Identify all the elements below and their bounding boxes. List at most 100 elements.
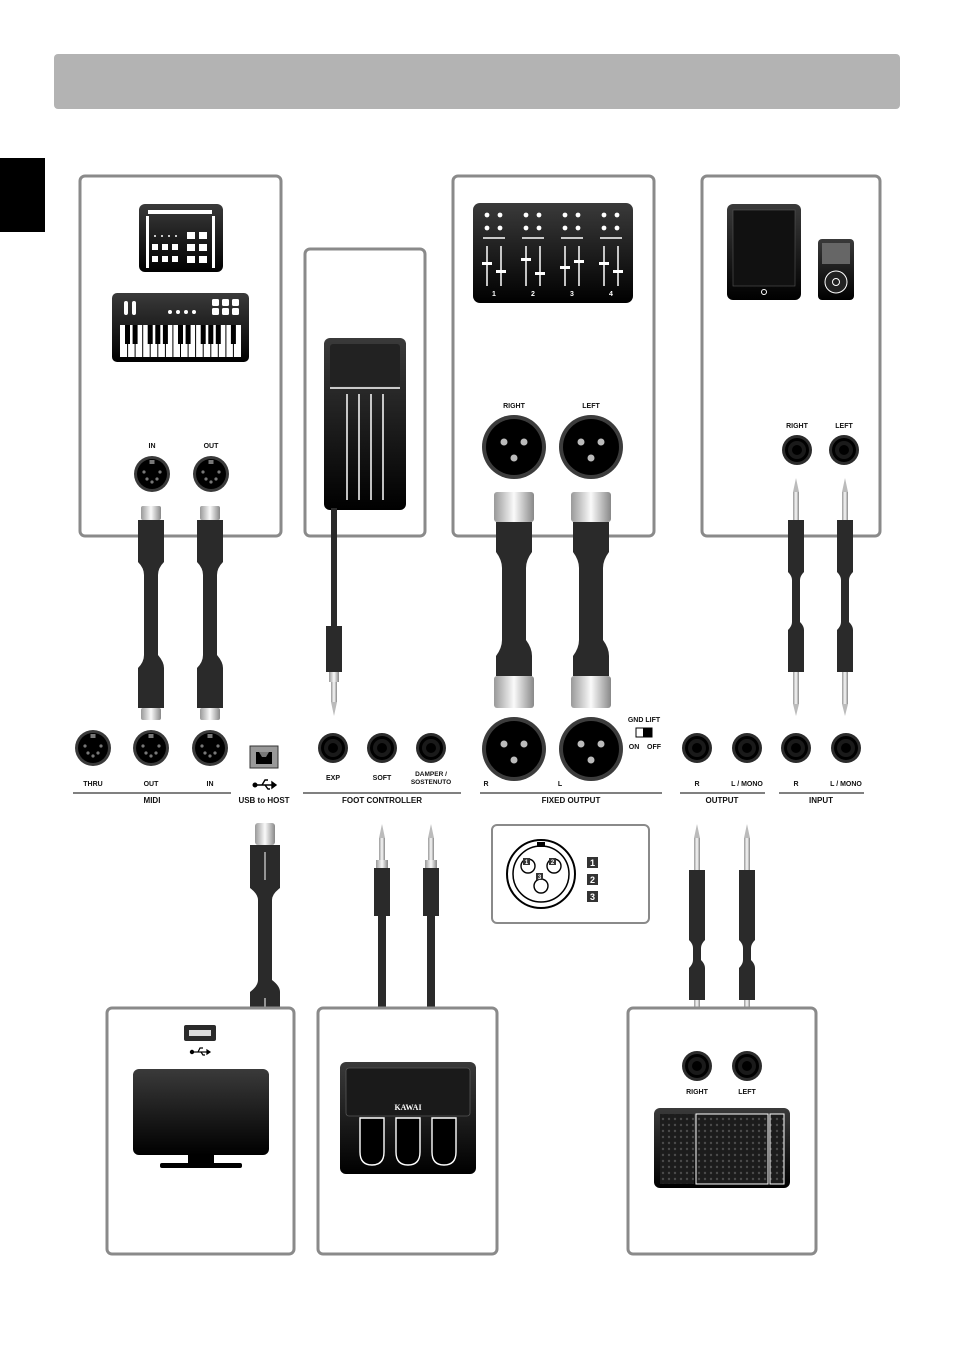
input-cables — [788, 478, 853, 716]
input-right-cable — [788, 478, 804, 716]
mixer-left-xlr-port[interactable] — [559, 415, 623, 479]
midi-out-label: OUT — [144, 781, 160, 788]
midi-device-panel: IN OUT — [78, 174, 283, 538]
soft-jack[interactable] — [367, 733, 397, 763]
gnd-lift-off-label: OFF — [647, 744, 662, 751]
pedal-brand-logo: KAWAI — [394, 1103, 421, 1112]
xlr-pin-3-label: 3 — [590, 892, 595, 902]
speaker-right-jack[interactable] — [682, 1051, 712, 1081]
audio-player-right-jack[interactable] — [782, 435, 812, 465]
midi-out-cable — [197, 506, 223, 720]
usb-cable — [250, 823, 280, 1038]
sostenuto-pedal — [395, 1117, 421, 1166]
input-left-cable — [837, 478, 853, 716]
damper-label: DAMPER / — [415, 771, 447, 778]
mixer-right-xlr-port[interactable] — [482, 415, 546, 479]
soft-label: SOFT — [373, 775, 392, 782]
soft-pedal-cable — [374, 824, 390, 1064]
sostenuto-label: SOSTENUTO — [411, 779, 451, 786]
xlr-pin-1-label: 1 — [590, 858, 595, 868]
mixer-left-label: LEFT — [582, 403, 600, 410]
computer-monitor-icon — [133, 1069, 269, 1168]
output-group-label: OUTPUT — [706, 796, 739, 805]
midi-in-cable — [138, 506, 164, 720]
damper-pedal — [431, 1117, 457, 1166]
svg-text:3: 3 — [538, 875, 542, 881]
speaker-panel: RIGHT LEFT — [626, 1006, 818, 1256]
usb-icon — [252, 779, 278, 790]
midi-keyboard-icon — [112, 293, 249, 362]
input-r-label: R — [793, 781, 798, 788]
speaker-right-label: RIGHT — [686, 1089, 709, 1096]
midi-device-out-port[interactable] — [193, 456, 229, 492]
gnd-lift-label: GND LIFT — [628, 717, 661, 724]
powered-speaker-icon — [654, 1108, 790, 1188]
exp-label: EXP — [326, 775, 340, 782]
midi-device-in-label: IN — [149, 443, 156, 450]
gnd-lift-switch[interactable] — [635, 727, 653, 738]
output-cables — [689, 824, 755, 1040]
input-group-label: INPUT — [809, 796, 833, 805]
gnd-lift-on-label: ON — [629, 744, 640, 751]
damper-pedal-cable — [423, 824, 439, 1064]
damper-sostenuto-jack[interactable] — [416, 733, 446, 763]
expression-pedal-icon — [324, 338, 406, 510]
midi-thru-port[interactable] — [75, 730, 111, 766]
svg-text:1: 1 — [525, 860, 529, 866]
mixer-icon: 1 2 3 4 — [473, 203, 633, 303]
xlr-right-cable — [494, 492, 534, 708]
soft-pedal — [359, 1117, 385, 1166]
speaker-left-jack[interactable] — [732, 1051, 762, 1081]
fixed-output-l-xlr-port[interactable] — [559, 717, 623, 781]
usb-a-port[interactable] — [184, 1025, 216, 1041]
fixed-output-r-label: R — [483, 781, 488, 788]
computer-usb-icon — [189, 1047, 212, 1056]
output-r-jack[interactable] — [682, 733, 712, 763]
input-r-jack[interactable] — [781, 733, 811, 763]
output-l-mono-jack[interactable] — [732, 733, 762, 763]
fixed-output-group-label: FIXED OUTPUT — [542, 796, 601, 805]
expression-pedal-cable — [326, 508, 342, 716]
midi-in-port[interactable] — [192, 730, 228, 766]
foot-controller-group-label: FOOT CONTROLLER — [342, 796, 422, 805]
foot-pedal-cables — [374, 824, 439, 1064]
audio-player-panel: RIGHT LEFT — [700, 174, 882, 538]
mixer-right-label: RIGHT — [503, 403, 526, 410]
usb-group-label: USB to HOST — [238, 796, 289, 805]
mixer-channel-2-label: 2 — [531, 291, 535, 298]
midi-thru-label: THRU — [83, 781, 102, 788]
speaker-left-label: LEFT — [738, 1089, 756, 1096]
tablet-icon — [727, 204, 801, 300]
xlr-left-cable — [571, 492, 611, 708]
mixer-channel-1-label: 1 — [492, 291, 496, 298]
mixer-channel-4-label: 4 — [609, 291, 613, 298]
expression-pedal-panel — [303, 247, 427, 538]
exp-jack[interactable] — [318, 733, 348, 763]
midi-cables — [138, 506, 223, 720]
music-player-icon — [818, 239, 854, 300]
svg-text:2: 2 — [551, 860, 555, 866]
xlr-pinout-diagram: 1 2 3 — [506, 839, 576, 909]
midi-out-port[interactable] — [133, 730, 169, 766]
mixer-channel-3-label: 3 — [570, 291, 574, 298]
midi-device-in-port[interactable] — [134, 456, 170, 492]
xlr-pinout-box: 1 2 3 1 2 3 — [491, 824, 650, 924]
audio-player-left-jack[interactable] — [829, 435, 859, 465]
fixed-output-l-label: L — [558, 781, 563, 788]
output-r-label: R — [694, 781, 699, 788]
pedal-unit-panel: KAWAI — [316, 1006, 499, 1256]
xlr-cables — [494, 492, 611, 708]
computer-panel — [105, 1006, 296, 1256]
input-l-mono-jack[interactable] — [831, 733, 861, 763]
xlr-pin-2-label: 2 — [590, 875, 595, 885]
side-tab — [0, 158, 45, 232]
fixed-output-r-xlr-port[interactable] — [482, 717, 546, 781]
mixer-panel: 1 2 3 4 RIGHT LEFT — [451, 174, 656, 538]
page-header-bar — [54, 54, 900, 109]
midi-group-label: MIDI — [144, 796, 161, 805]
audio-player-right-label: RIGHT — [786, 423, 809, 430]
drum-machine-icon — [139, 204, 223, 272]
triple-pedal-unit-icon: KAWAI — [340, 1062, 476, 1174]
usb-to-host-port[interactable] — [249, 745, 279, 769]
